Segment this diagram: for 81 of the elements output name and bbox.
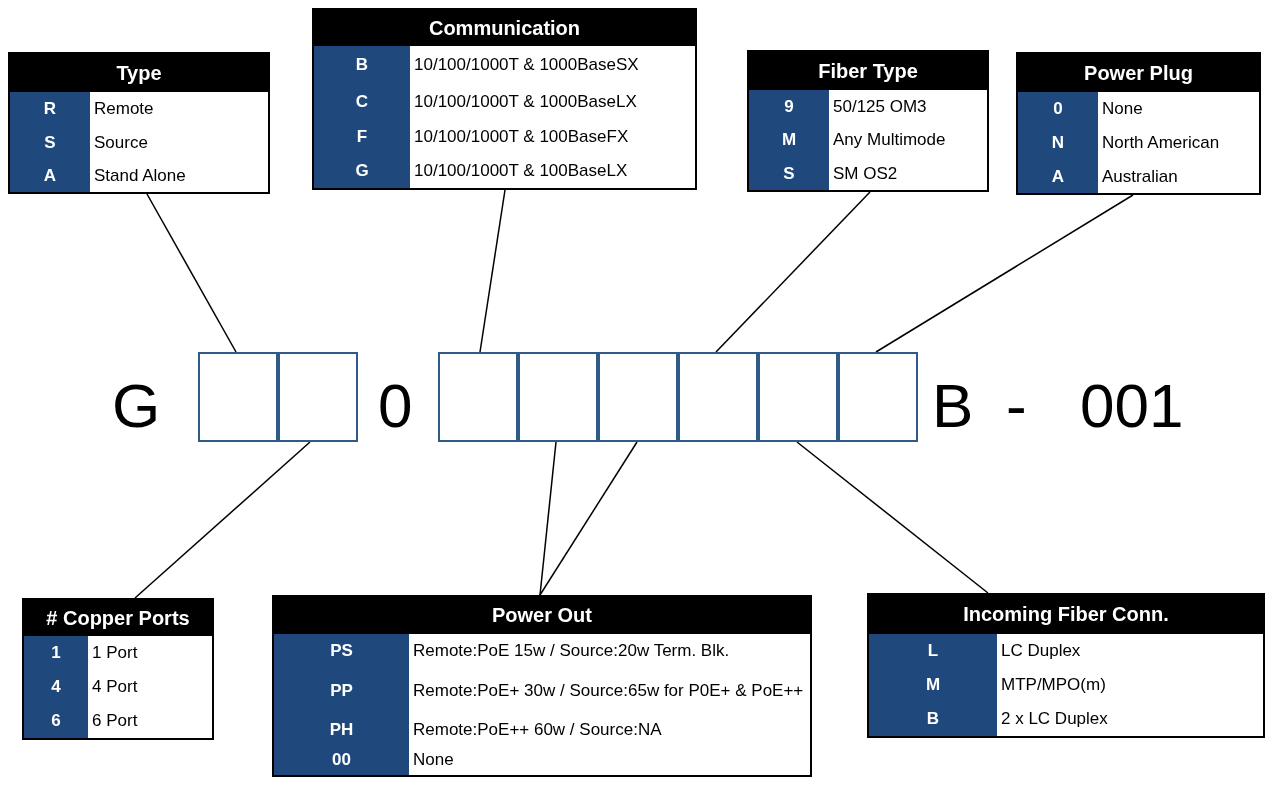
part-number-character: B [932,375,974,437]
option-description: SM OS2 [832,162,899,185]
part-number-character: 001 [1080,375,1184,437]
option-code: B [314,46,410,84]
option-code: C [314,84,410,120]
leader-line [796,441,989,594]
option-table [312,8,697,190]
option-code: M [869,668,997,702]
option-description: Source [93,131,149,154]
option-code: 0 [1018,92,1098,126]
leader-line [539,441,557,596]
option-table [22,598,214,740]
option-description: Australian [1101,165,1179,188]
character-slot [758,352,838,442]
option-description: 10/100/1000T & 100BaseLX [413,160,629,183]
option-code: PS [274,634,409,667]
option-description: 10/100/1000T & 1000BaseLX [413,91,638,114]
character-slot [678,352,758,442]
option-code: R [10,92,90,126]
option-description: Remote:PoE 15w / Source:20w Term. Blk. [412,639,731,662]
option-table [272,595,812,777]
option-code: G [314,154,410,188]
table-title: Power Plug [1018,54,1259,92]
option-code: L [869,634,997,668]
option-description: 10/100/1000T & 100BaseFX [413,126,630,149]
character-slot [278,352,358,442]
table-title: Communication [314,10,695,46]
option-description: 6 Port [91,710,139,733]
option-code: 1 [24,636,88,670]
option-code: PH [274,715,409,745]
table-title: # Copper Ports [24,600,212,636]
table-title: Type [10,54,268,92]
character-slot [518,352,598,442]
option-description: 4 Port [91,676,139,699]
option-table [747,50,989,192]
option-description: Stand Alone [93,164,187,187]
option-description: 10/100/1000T & 1000BaseSX [413,54,640,77]
option-code: 9 [749,90,829,123]
table-title: Power Out [274,597,810,634]
option-description: 2 x LC Duplex [1000,708,1109,731]
option-code: N [1018,126,1098,160]
part-number-character: G [112,375,161,437]
option-description: 50/125 OM3 [832,95,928,118]
leader-line [479,189,506,353]
option-description: Any Multimode [832,129,947,152]
option-code: S [10,126,90,159]
leader-line [134,441,311,599]
character-slot [598,352,678,442]
part-number-character: 0 [378,375,413,437]
option-description: Remote:PoE+ 30w / Source:65w for P0E+ & PoE++ [412,680,805,703]
part-number-character: - [1006,375,1027,437]
option-table [1016,52,1261,195]
option-code: B [869,702,997,736]
option-code: 00 [274,745,409,775]
option-code: 4 [24,670,88,704]
character-slot [198,352,278,442]
option-description: LC Duplex [1000,640,1082,663]
option-table [8,52,270,194]
leader-line [715,191,871,353]
table-title: Incoming Fiber Conn. [869,595,1263,634]
character-slot [838,352,918,442]
option-description: None [1101,98,1144,121]
option-description: MTP/MPO(m) [1000,674,1107,697]
option-table [867,593,1265,738]
option-code: S [749,157,829,190]
character-slot [438,352,518,442]
option-code: M [749,123,829,157]
leader-line [539,441,638,596]
option-code: F [314,120,410,154]
option-code: 6 [24,704,88,738]
option-description: Remote [93,98,155,121]
option-code: A [1018,160,1098,193]
option-description: North American [1101,132,1221,155]
option-description: 1 Port [91,642,139,665]
option-code: PP [274,667,409,715]
option-description: None [412,749,455,772]
leader-line [146,193,237,353]
option-description: Remote:PoE++ 60w / Source:NA [412,719,663,742]
table-title: Fiber Type [749,52,987,90]
leader-line [875,194,1134,353]
option-code: A [10,159,90,192]
